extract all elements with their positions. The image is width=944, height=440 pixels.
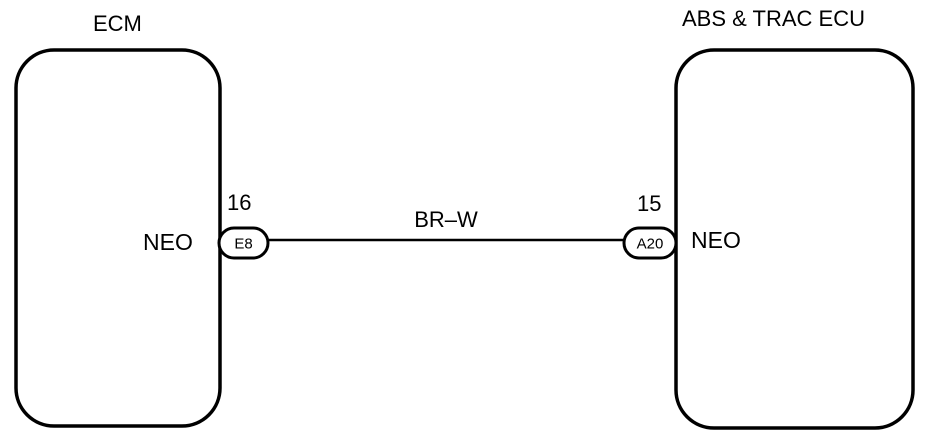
ecm-pin-number: 16 — [227, 190, 251, 215]
abs-trac-ecu-connector-oval — [622, 226, 678, 260]
wire-color-code: BR–W — [414, 207, 478, 232]
abs-trac-ecu-connector-id: A20 — [637, 236, 664, 253]
ecm-connector-oval — [217, 226, 270, 260]
abs-trac-ecu-terminal-label: NEO — [691, 227, 741, 253]
abs-trac-ecu-connector: 15 A20 — [622, 191, 678, 260]
ecm-connector: 16 E8 — [217, 190, 270, 260]
ecm-component: ECM NEO — [14, 11, 222, 428]
abs-trac-ecu-pin-number: 15 — [637, 191, 661, 216]
ecm-connector-id: E8 — [234, 236, 252, 253]
abs-trac-ecu-title: ABS & TRAC ECU — [682, 6, 865, 31]
ecm-terminal-label: NEO — [143, 229, 193, 255]
wire: BR–W — [268, 207, 625, 242]
abs-trac-ecu-component: ABS & TRAC ECU NEO — [674, 6, 915, 430]
ecm-title: ECM — [93, 11, 142, 36]
